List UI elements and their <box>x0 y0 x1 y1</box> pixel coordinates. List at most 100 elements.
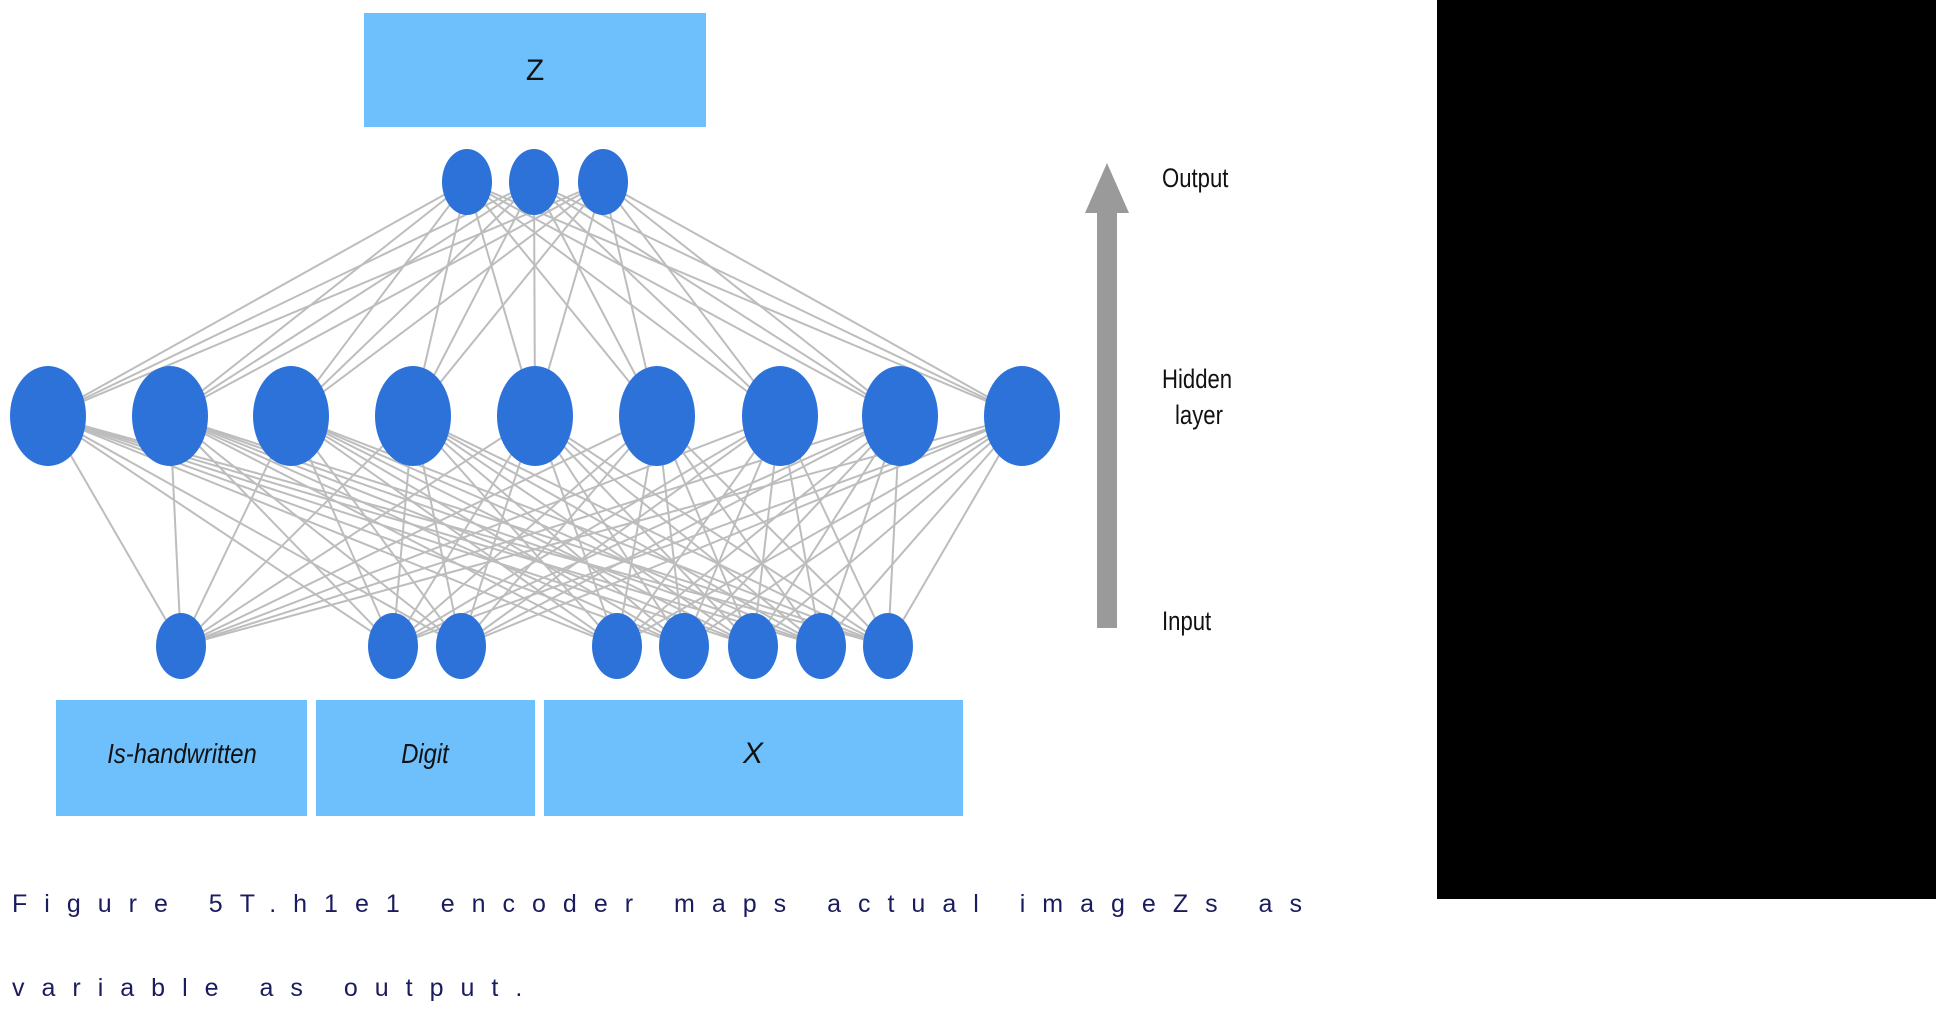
caption-line-2: variable as output. <box>12 974 540 1002</box>
edge-hidden-output <box>169 181 468 417</box>
edge-input-hidden <box>534 415 754 647</box>
edge-input-hidden <box>656 415 889 647</box>
hidden-node-7 <box>742 366 818 466</box>
edge-hidden-output <box>47 181 535 417</box>
edge-input-hidden <box>683 415 901 647</box>
edge-input-hidden <box>412 415 889 647</box>
edge-hidden-output <box>290 181 468 417</box>
edge-hidden-output <box>169 181 604 417</box>
hidden-node-1 <box>10 366 86 466</box>
edge-input-hidden <box>616 415 901 647</box>
edge-input-hidden <box>534 415 685 647</box>
hidden-node-4 <box>375 366 451 466</box>
label-hidden: Hidden <box>1162 365 1232 395</box>
edge-input-hidden <box>180 415 658 647</box>
input-node-1 <box>156 613 206 679</box>
edge-input-hidden <box>683 415 1023 647</box>
edge-input-hidden <box>47 415 462 647</box>
edge-hidden-output <box>533 181 901 417</box>
edge-hidden-output <box>602 181 901 417</box>
hidden-node-2 <box>132 366 208 466</box>
edge-input-hidden <box>290 415 462 647</box>
hidden-node-3 <box>253 366 329 466</box>
edge-hidden-output <box>602 181 781 417</box>
input-node-8 <box>863 613 913 679</box>
hidden-node-8 <box>862 366 938 466</box>
edge-hidden-output <box>602 181 1023 417</box>
edge-input-hidden <box>290 415 685 647</box>
label-output: Output <box>1162 164 1229 194</box>
edge-input-hidden <box>47 415 618 647</box>
edge-input-hidden <box>169 415 685 647</box>
edge-input-hidden <box>47 415 394 647</box>
output-node-3 <box>578 149 628 215</box>
edge-input-hidden <box>290 415 822 647</box>
label-layer: layer <box>1175 401 1223 431</box>
caption-line-1: Figure 5T.h1e1 encoder maps actual image… <box>12 890 1319 918</box>
input-box-is-handwritten <box>56 700 307 816</box>
edge-hidden-output <box>47 181 604 417</box>
edge-input-hidden <box>460 415 658 647</box>
edge-input-hidden <box>180 415 536 647</box>
input-box-x <box>544 700 963 816</box>
edge-hidden-output <box>533 181 781 417</box>
edge-input-hidden <box>412 415 618 647</box>
label-input: Input <box>1162 607 1211 637</box>
edge-input-hidden <box>616 415 1023 647</box>
edge-input-hidden <box>412 415 822 647</box>
network-nodes <box>10 149 1060 679</box>
edge-hidden-output <box>466 181 781 417</box>
edge-input-hidden <box>460 415 901 647</box>
arrow-head <box>1085 163 1129 213</box>
edge-input-hidden <box>412 415 685 647</box>
edge-input-hidden <box>180 415 414 647</box>
edge-input-hidden <box>290 415 754 647</box>
arrow-shaft <box>1097 210 1117 628</box>
edge-hidden-output <box>466 181 901 417</box>
edge-input-hidden <box>460 415 781 647</box>
output-box-z <box>364 13 706 127</box>
edge-input-hidden <box>820 415 1023 647</box>
edge-input-hidden <box>169 415 394 647</box>
output-node-1 <box>442 149 492 215</box>
edge-input-hidden <box>169 415 462 647</box>
edge-hidden-output <box>466 181 1023 417</box>
output-node-2 <box>509 149 559 215</box>
input-node-4 <box>592 613 642 679</box>
hidden-node-5 <box>497 366 573 466</box>
edge-input-hidden <box>392 415 658 647</box>
edge-input-hidden <box>169 415 618 647</box>
edge-input-hidden <box>752 415 901 647</box>
edge-input-hidden <box>534 415 889 647</box>
edge-hidden-output <box>169 181 535 417</box>
output-box-label: Z <box>526 54 544 87</box>
edge-hidden-output <box>412 181 604 417</box>
figure-caption: Figure 5T.h1e1 encoder maps actual image… <box>12 834 1437 1030</box>
edge-hidden-output <box>290 181 604 417</box>
edge-input-hidden <box>752 415 1023 647</box>
hidden-node-9 <box>984 366 1060 466</box>
input-node-5 <box>659 613 709 679</box>
edge-input-hidden <box>534 415 822 647</box>
direction-arrow-icon <box>1085 163 1129 628</box>
input-node-2 <box>368 613 418 679</box>
edge-input-hidden <box>392 415 781 647</box>
input-box-label-digit: Digit <box>401 737 450 769</box>
encoder-diagram: Z Is-handwritten Digit X Output Hidden l… <box>10 13 1232 816</box>
input-node-6 <box>728 613 778 679</box>
edge-hidden-output <box>466 181 658 417</box>
edge-hidden-output <box>533 181 1023 417</box>
input-box-label-is-handwritten: Is-handwritten <box>107 737 256 769</box>
edge-hidden-output <box>47 181 468 417</box>
hidden-node-6 <box>619 366 695 466</box>
edge-input-hidden <box>656 415 822 647</box>
input-box-digit <box>316 700 535 816</box>
input-node-7 <box>796 613 846 679</box>
edge-input-hidden <box>412 415 754 647</box>
edge-input-hidden <box>290 415 618 647</box>
edge-input-hidden <box>616 415 781 647</box>
edge-input-hidden <box>392 415 901 647</box>
blank-side-panel <box>1437 0 1936 899</box>
edge-hidden-output <box>290 181 535 417</box>
input-node-3 <box>436 613 486 679</box>
